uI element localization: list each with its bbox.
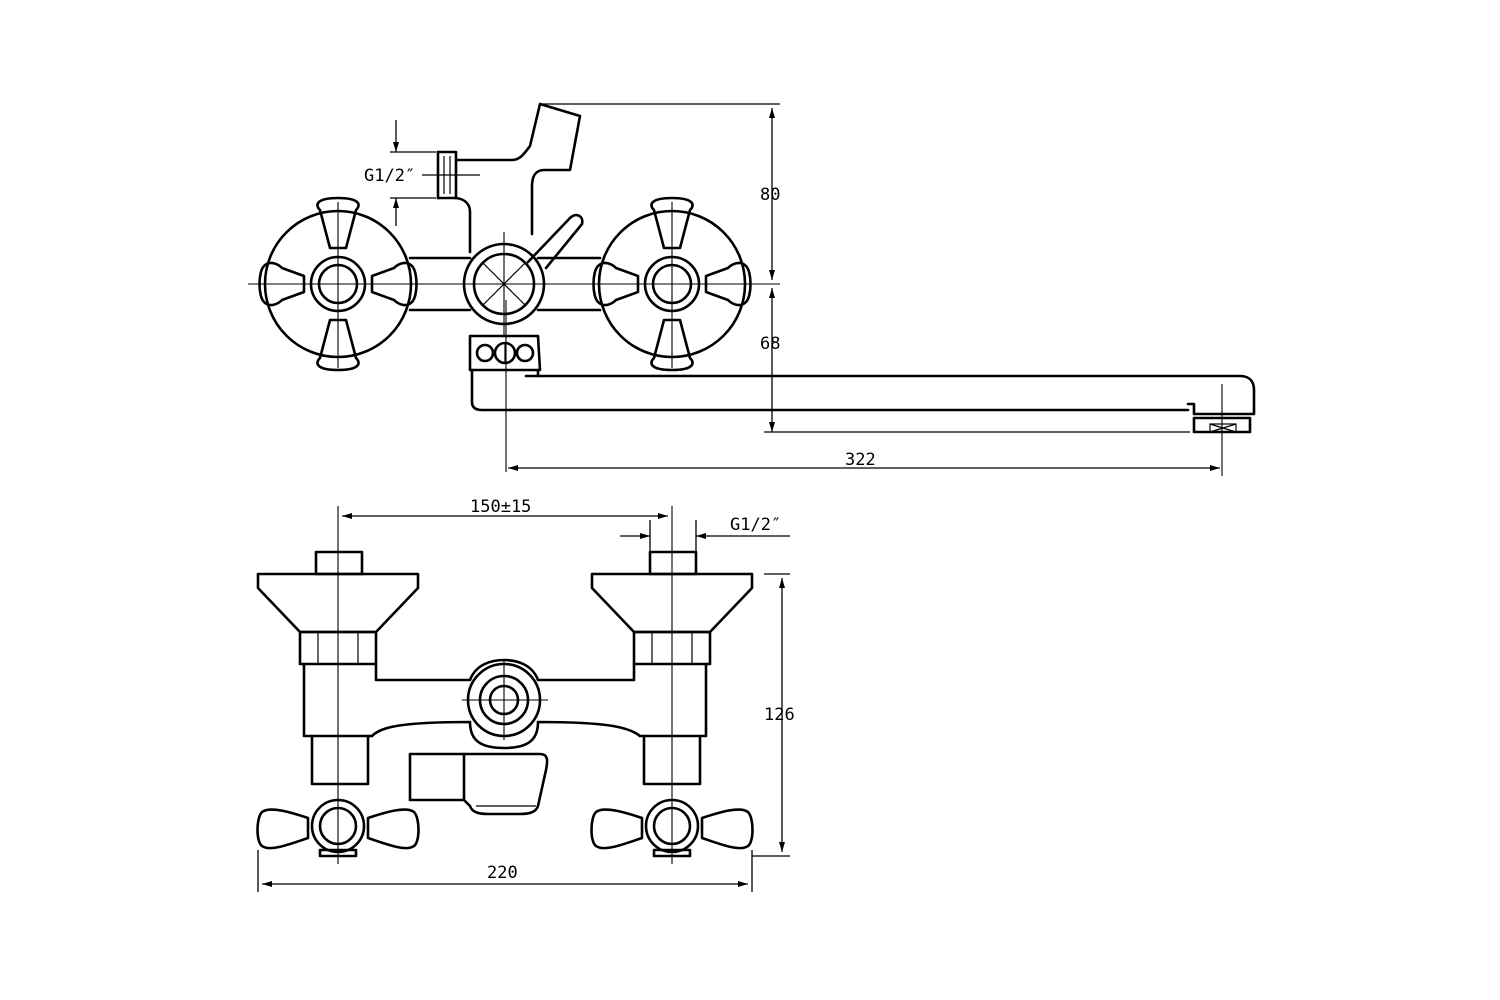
spout-top [508, 374, 1256, 434]
left-valve-front [256, 550, 420, 858]
thread-top-label: G1/2″ [364, 166, 415, 186]
top-body-bar [408, 256, 602, 312]
dim-thread-bottom: G1/2″ [620, 515, 790, 552]
diverter-top [462, 213, 584, 412]
dim-220-label: 220 [487, 863, 518, 883]
body-front [370, 658, 642, 750]
dim-150-label: 150±15 [470, 497, 531, 517]
front-view: 150±15 G1/2″ 126 220 [256, 497, 795, 892]
right-valve-front [590, 550, 754, 858]
thread-bottom-label: G1/2″ [730, 515, 781, 535]
shower-outlet-top [422, 102, 582, 254]
left-handle-top [258, 196, 418, 372]
dim-126: 126 [752, 573, 795, 857]
dim-68-label: 68 [760, 334, 780, 354]
dim-126-label: 126 [764, 705, 795, 725]
top-view: 80 68 322 G1/2″ [248, 102, 1256, 476]
dim-80-label: 80 [760, 185, 780, 205]
dim-68: 68 [760, 288, 1190, 433]
right-handle-top [592, 196, 752, 372]
dim-80: 80 [540, 103, 780, 280]
dim-150: 150±15 [342, 497, 668, 519]
dim-322-label: 322 [845, 450, 876, 470]
dim-thread-top: G1/2″ [364, 120, 436, 226]
dim-322: 322 [508, 450, 1220, 471]
dim-220: 220 [257, 850, 753, 892]
spout-front [408, 752, 549, 816]
